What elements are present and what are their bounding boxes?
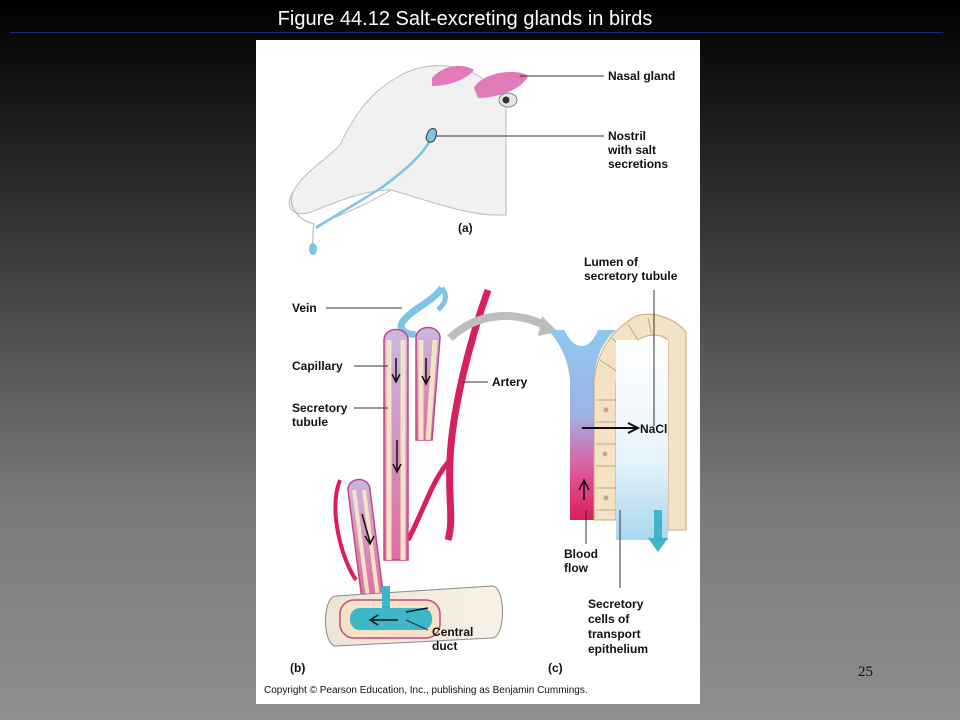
nacl-label: NaCl (640, 422, 667, 436)
flow-arrow-icon (392, 440, 402, 474)
secretory-cells-label-line2: cells of (588, 612, 630, 626)
flow-arrow-icon (391, 358, 401, 384)
central-duct-label-line1: Central (432, 625, 473, 639)
page-number: 25 (858, 664, 873, 680)
vein-vessel (397, 285, 445, 338)
artery-label: Artery (492, 375, 528, 389)
artery-branch (405, 458, 452, 542)
salt-gland-figure: Nasal gland Nostril with salt secretions… (264, 65, 687, 696)
salt-droplet-icon (309, 243, 317, 255)
vein-branch (436, 286, 448, 312)
lumen-of-tubule (616, 340, 668, 540)
salt-outflow-arrow-icon (648, 510, 668, 552)
cell-nucleus (602, 451, 608, 457)
salt-duct-line (315, 135, 434, 230)
nasal-gland-right (474, 72, 528, 98)
panel-a-letter: (a) (458, 221, 473, 235)
nostril-icon (425, 128, 437, 143)
cell-nucleus (603, 407, 609, 413)
nostril-label-line2: with salt (607, 143, 656, 157)
slide-title: Figure 44.12 Salt-excreting glands in bi… (277, 8, 653, 30)
panel-b-letter: (b) (290, 661, 305, 675)
epithelial-cell-borders (596, 399, 616, 511)
nacl-transport-arrow-icon (582, 422, 641, 434)
panel-c-epithelium: Lumen of secretory tubule NaCl Blood flo… (548, 255, 687, 675)
central-duct-label-line2: duct (432, 639, 457, 653)
blood-flow-label-line1: Blood (564, 547, 598, 561)
copyright-notice: Copyright © Pearson Education, Inc., pub… (264, 685, 588, 696)
tubule-epithelium (386, 339, 438, 560)
nasal-gland-label: Nasal gland (608, 69, 675, 83)
vein-label: Vein (292, 301, 317, 315)
blood-flow-arrow-icon (578, 478, 590, 500)
blood-flow-label-line2: flow (564, 561, 589, 575)
flow-arrow-icon (421, 358, 431, 386)
title-divider (10, 32, 943, 33)
zoom-arrow-icon (447, 312, 548, 342)
secretory-cells-label-line1: Secretory (588, 597, 644, 611)
panel-c-letter: (c) (548, 661, 563, 675)
panel-b-tubule-diagram: Vein Capillary Secretory tubule Artery C… (290, 285, 558, 675)
lumen-label-line2: secretory tubule (584, 269, 678, 283)
central-duct-lumen (350, 608, 432, 630)
cell-nucleus (603, 495, 609, 501)
panel-a-bird-head: Nasal gland Nostril with salt secretions… (288, 65, 675, 255)
figure-panel: Nasal gland Nostril with salt secretions… (256, 40, 700, 704)
central-duct-leader (405, 619, 429, 631)
secretory-cells-label-line3: transport (588, 627, 641, 641)
flow-arrow-icon (405, 607, 429, 613)
capillary-loop-left (333, 479, 358, 582)
flow-arrow-icon (361, 513, 375, 546)
secretory-label-line2: tubule (292, 415, 328, 429)
capillary-label: Capillary (292, 359, 343, 373)
nostril-label-line3: secretions (608, 157, 668, 171)
artery-vessel (444, 288, 492, 542)
secretory-label-line1: Secretory (292, 401, 348, 415)
bird-pupil (502, 96, 510, 104)
blood-vessel-section (548, 330, 616, 520)
secretory-cells-label-line4: epithelium (588, 642, 648, 656)
beak-hook (290, 189, 315, 246)
nasal-gland-left (432, 65, 474, 86)
tubule-epithelium-lower (352, 489, 380, 599)
bird-head-outline (288, 65, 507, 216)
lumen-label-line1: Lumen of (584, 255, 639, 269)
flow-arrow-icon (368, 614, 398, 626)
nostril-label-line1: Nostril (608, 129, 646, 143)
